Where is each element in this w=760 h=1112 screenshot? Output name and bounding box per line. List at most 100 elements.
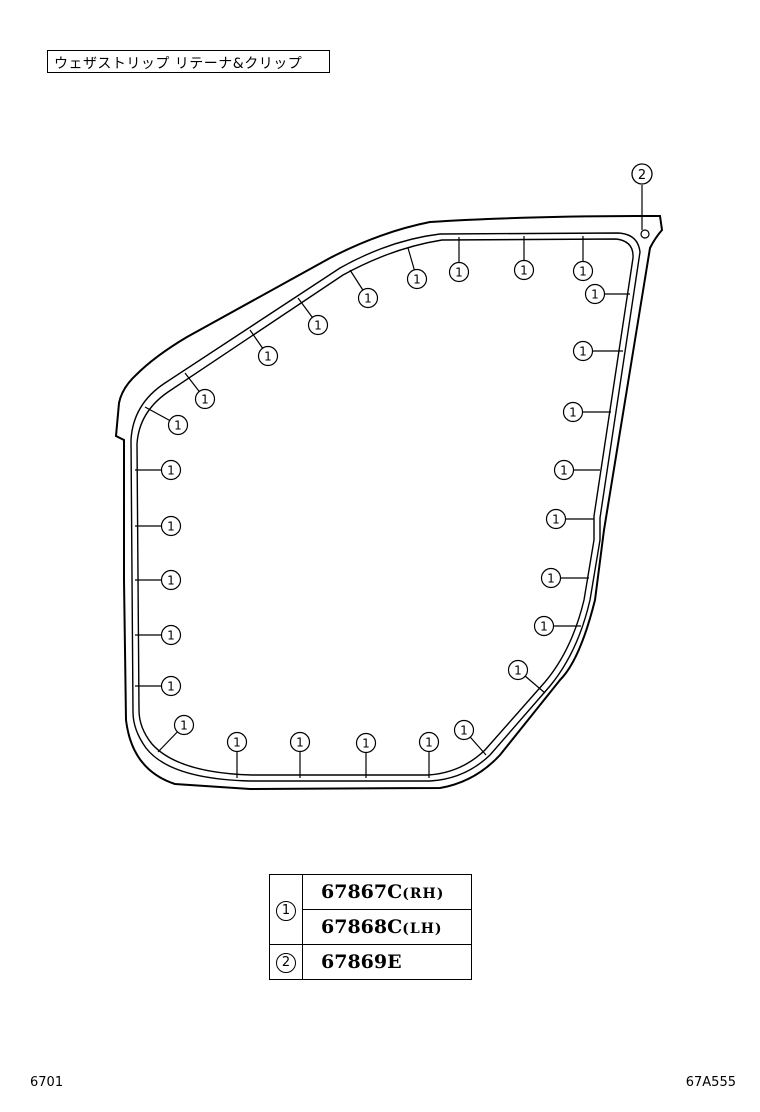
clip-callout: 1 <box>135 675 182 697</box>
clip-callout-label: 1 <box>180 719 188 733</box>
clip-callout-circle <box>507 659 529 681</box>
clip-callout: 1 <box>572 236 594 282</box>
part-number: 67869E <box>321 951 402 973</box>
clip-callout-label: 1 <box>425 736 433 750</box>
clip-callout-circle <box>553 459 575 481</box>
clip-callout-label: 1 <box>460 724 468 738</box>
clip-callout-label: 1 <box>167 574 175 588</box>
callout-2-label: 2 <box>638 168 646 183</box>
clip-callout: 1 <box>355 732 377 778</box>
clip-callout-label: 1 <box>520 264 528 278</box>
clip-callout-circle <box>160 675 182 697</box>
title-box: ウェザストリップ リテーナ&クリップ <box>47 50 330 73</box>
clip-callout: 1 <box>135 569 182 591</box>
clip-callout: 1 <box>453 719 487 756</box>
clip-callout: 1 <box>533 615 581 637</box>
clip-callout-circle <box>562 401 584 423</box>
clip-callout: 1 <box>507 659 546 694</box>
part-number-cell: 67869E <box>302 944 472 980</box>
table-row: 1 67867C(RH) <box>269 874 472 945</box>
clip-callout-label: 1 <box>201 393 209 407</box>
parts-table: 1 67867C(RH) 67868C(LH) 2 67869E <box>269 874 472 980</box>
clip-callout-label: 1 <box>579 265 587 279</box>
drawing-code: 67A555 <box>685 1075 736 1090</box>
clip-callout-label: 1 <box>569 406 577 420</box>
table-index-cell: 1 <box>269 874 303 945</box>
clip-callout-circle <box>513 259 535 281</box>
clip-callout-label: 1 <box>167 520 175 534</box>
clip-callout-circle <box>533 615 555 637</box>
clip-callout: 1 <box>553 459 600 481</box>
clip-callout-label: 1 <box>591 288 599 302</box>
clip-callout-label: 1 <box>413 273 421 287</box>
clip-callout: 1 <box>157 714 195 753</box>
clip-callout-label: 1 <box>296 736 304 750</box>
clip-callout-label: 1 <box>364 292 372 306</box>
part-suffix: (RH) <box>402 886 445 902</box>
clip-callout: 1 <box>297 297 329 336</box>
clip-callout: 1 <box>184 372 216 410</box>
clip-callout: 1 <box>406 247 428 290</box>
clip-callout-label: 1 <box>552 513 560 527</box>
table-row: 2 67869E <box>269 944 472 980</box>
clip-callout-circle <box>173 714 195 736</box>
clip-callout-circle <box>226 731 248 753</box>
retainer-inner-line <box>136 238 634 776</box>
clip-callout-circle <box>160 515 182 537</box>
clip-callout-circle <box>572 260 594 282</box>
clip-callout-circle <box>545 508 567 530</box>
clip-callout-label: 1 <box>264 350 272 364</box>
clip-callout: 1 <box>513 236 535 281</box>
clip-callout-circle <box>289 731 311 753</box>
clip-callout-circle <box>453 719 475 741</box>
clip-callout: 1 <box>448 237 470 283</box>
index-badge: 2 <box>276 953 296 973</box>
clip-callout-circle <box>406 268 428 290</box>
outer-trim-outline <box>114 214 664 791</box>
clip-callout-circle <box>194 388 216 410</box>
clip-callout-circle <box>572 340 594 362</box>
clip-callout: 1 <box>418 731 440 778</box>
clip-callout-circle <box>160 624 182 646</box>
table-index-cell: 2 <box>269 944 303 980</box>
clip-callout-circle <box>257 345 279 367</box>
clip-callout: 1 <box>135 459 182 481</box>
part-number-cell: 67868C(LH) <box>302 909 472 945</box>
clip-callout-label: 1 <box>547 572 555 586</box>
retainer-outer-line <box>130 232 641 782</box>
clip-callout: 1 <box>135 515 182 537</box>
clip-callout-label: 1 <box>362 737 370 751</box>
clip-callout: 1 <box>584 283 630 305</box>
clip-callout-circle <box>355 732 377 754</box>
page-code: 6701 <box>30 1075 64 1090</box>
clip-callout: 1 <box>349 269 379 309</box>
part-number: 67867C <box>321 881 403 903</box>
clip-callout-label: 1 <box>560 464 568 478</box>
clip-callout-label: 1 <box>167 464 175 478</box>
clip-callout-circle <box>160 569 182 591</box>
part-number-cell: 67867C(RH) <box>302 874 472 910</box>
clip-callout: 1 <box>226 731 248 778</box>
clip-callout-circle <box>540 567 562 589</box>
clip-callout-circle <box>357 287 379 309</box>
callout-2: 2 <box>631 163 653 185</box>
clip-callout-circle <box>167 414 189 436</box>
clip-callout-circle <box>584 283 606 305</box>
clip-callout-circle <box>160 459 182 481</box>
clip-callout-circle <box>307 314 329 336</box>
clip-callout-label: 1 <box>314 319 322 333</box>
clip-callout-label: 1 <box>514 664 522 678</box>
clip-callout: 1 <box>572 340 623 362</box>
clip-callout-label: 1 <box>455 266 463 280</box>
clip-callout-label: 1 <box>167 629 175 643</box>
clip-callout: 1 <box>562 401 611 423</box>
clip-callout: 1 <box>135 624 182 646</box>
part-suffix: (LH) <box>402 921 443 937</box>
clip-callout: 1 <box>545 508 594 530</box>
clip-callout-circle <box>418 731 440 753</box>
clip-callout-label: 1 <box>167 680 175 694</box>
clip-callout: 1 <box>289 731 311 778</box>
clip-callout-label: 1 <box>540 620 548 634</box>
